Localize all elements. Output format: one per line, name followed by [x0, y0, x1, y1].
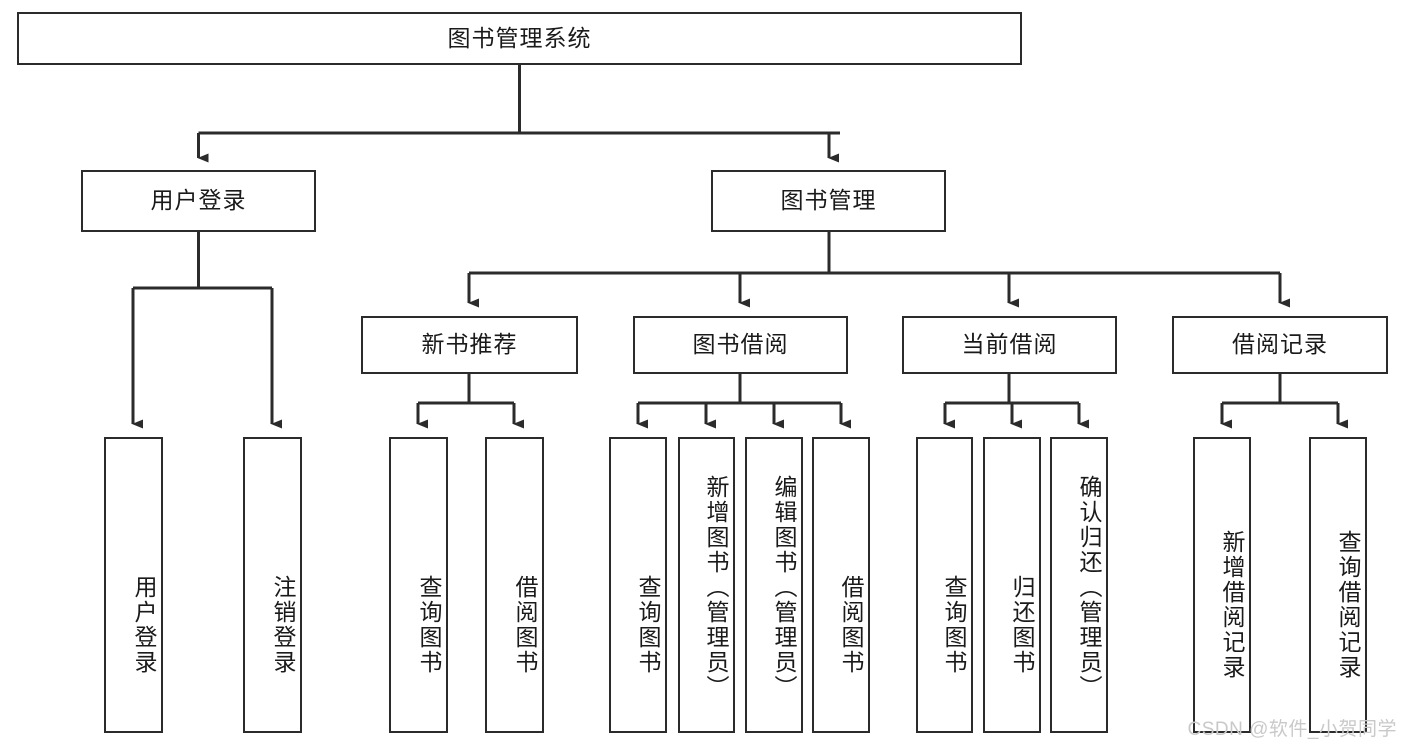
- leaf-user-login-logout[interactable]: 注销登录: [243, 437, 302, 733]
- watermark: CSDN @软件_小贺同学: [1187, 719, 1397, 740]
- node-label: 图书管理: [780, 187, 877, 214]
- node-user-login[interactable]: 用户登录: [81, 170, 316, 232]
- node-label: 编辑图书（管理员）: [771, 474, 797, 700]
- node-label: 用户登录: [150, 187, 247, 214]
- node-borrow-record[interactable]: 借阅记录: [1172, 316, 1388, 374]
- node-label: 查询图书: [941, 575, 967, 675]
- leaf-borrow-record-query-record[interactable]: 查询借阅记录: [1309, 437, 1367, 733]
- node-label: 借阅记录: [1232, 331, 1328, 358]
- leaf-current-borrow-return-book[interactable]: 归还图书: [983, 437, 1041, 733]
- leaf-book-borrow-query-book[interactable]: 查询图书: [609, 437, 667, 733]
- leaf-current-borrow-query-book[interactable]: 查询图书: [916, 437, 973, 733]
- node-label: 确认归还（管理员）: [1076, 474, 1102, 700]
- node-label: 用户登录: [131, 575, 157, 675]
- node-new-book-recommend[interactable]: 新书推荐: [361, 316, 578, 374]
- leaf-new-book-query-book[interactable]: 查询图书: [389, 437, 448, 733]
- node-label: 新书推荐: [421, 331, 518, 358]
- node-label: 新增借阅记录: [1219, 530, 1245, 680]
- node-label: 查询图书: [635, 575, 661, 675]
- leaf-user-login-login[interactable]: 用户登录: [104, 437, 163, 733]
- node-label: 查询借阅记录: [1335, 530, 1361, 680]
- node-book-borrow[interactable]: 图书借阅: [633, 316, 848, 374]
- node-label: 借阅图书: [838, 575, 864, 675]
- leaf-current-borrow-confirm-return-admin[interactable]: 确认归还（管理员）: [1050, 437, 1108, 733]
- node-root-book-management-system[interactable]: 图书管理系统: [17, 12, 1022, 65]
- node-current-borrow[interactable]: 当前借阅: [902, 316, 1117, 374]
- leaf-book-borrow-edit-book-admin[interactable]: 编辑图书（管理员）: [745, 437, 803, 733]
- node-label: 当前借阅: [961, 331, 1058, 358]
- leaf-borrow-record-add-record[interactable]: 新增借阅记录: [1193, 437, 1251, 733]
- leaf-book-borrow-borrow-book[interactable]: 借阅图书: [812, 437, 870, 733]
- node-label: 借阅图书: [512, 575, 538, 675]
- leaf-new-book-borrow-book[interactable]: 借阅图书: [485, 437, 544, 733]
- node-label: 归还图书: [1009, 575, 1035, 675]
- node-label: 注销登录: [270, 575, 296, 675]
- node-book-management[interactable]: 图书管理: [711, 170, 946, 232]
- node-label: 查询图书: [416, 575, 442, 675]
- node-label: 图书管理系统: [447, 24, 592, 51]
- leaf-book-borrow-add-book-admin[interactable]: 新增图书（管理员）: [678, 437, 735, 733]
- node-label: 图书借阅: [692, 331, 789, 358]
- node-label: 新增图书（管理员）: [703, 474, 729, 700]
